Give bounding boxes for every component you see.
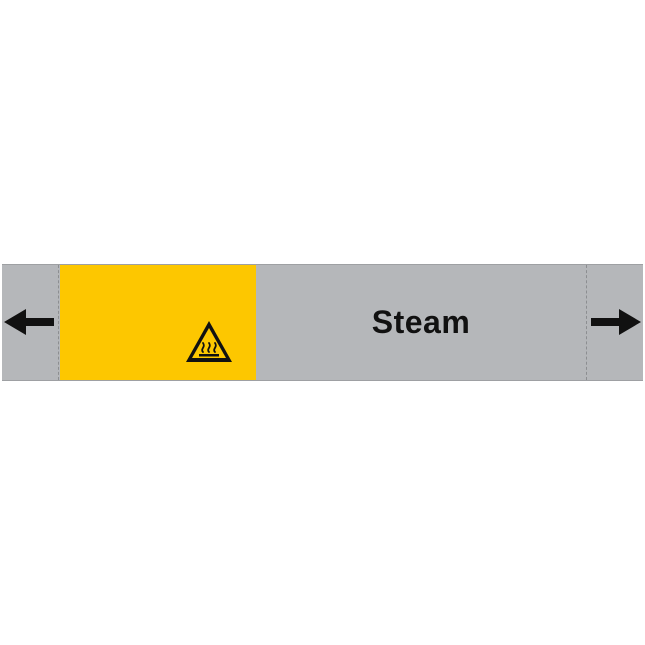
- right-cut-line: [586, 265, 587, 380]
- left-cut-line: [58, 265, 59, 380]
- pipe-marker-label: Steam: [2, 264, 643, 381]
- hazard-panel: [60, 265, 256, 380]
- arrow-left-icon: [4, 309, 54, 335]
- hot-surface-warning-icon: [186, 321, 232, 362]
- arrow-right-icon: [591, 309, 641, 335]
- medium-name-label: Steam: [371, 304, 471, 340]
